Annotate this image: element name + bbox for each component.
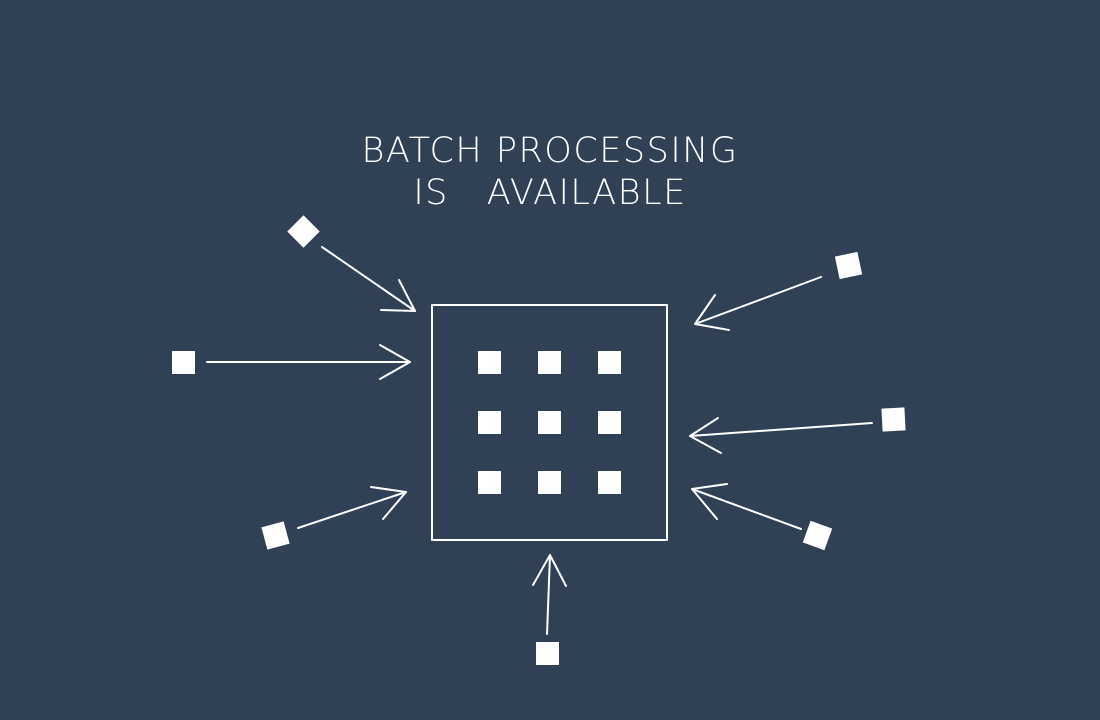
grid-item xyxy=(478,411,501,434)
incoming-item-bottom-left xyxy=(261,521,290,550)
grid-item xyxy=(538,411,561,434)
incoming-item-top-left xyxy=(287,215,320,248)
incoming-item-left xyxy=(172,351,195,374)
incoming-item-right xyxy=(881,407,906,432)
grid-item xyxy=(598,351,621,374)
grid-item xyxy=(538,351,561,374)
grid-item xyxy=(598,411,621,434)
arrow-bottom-right xyxy=(691,483,802,530)
arrow-right xyxy=(689,417,873,454)
arrow-top-left xyxy=(321,246,416,312)
incoming-item-bottom-right xyxy=(802,520,833,551)
banner-title: BATCH PROCESSING IS AVAILABLE xyxy=(0,130,1100,214)
arrow-left xyxy=(206,344,411,380)
arrow-bottom xyxy=(532,554,567,635)
grid-item xyxy=(478,351,501,374)
grid-item xyxy=(598,471,621,494)
banner-title-line-2: IS AVAILABLE xyxy=(413,173,687,213)
banner-title-line-1: BATCH PROCESSING xyxy=(361,131,739,171)
incoming-item-top-right xyxy=(834,251,863,280)
processing-box xyxy=(431,304,668,541)
processed-items-grid xyxy=(478,351,621,494)
arrow-bottom-left xyxy=(297,486,407,529)
incoming-item-bottom xyxy=(536,642,559,665)
arrow-top-right xyxy=(694,276,822,331)
grid-item xyxy=(538,471,561,494)
grid-item xyxy=(478,471,501,494)
